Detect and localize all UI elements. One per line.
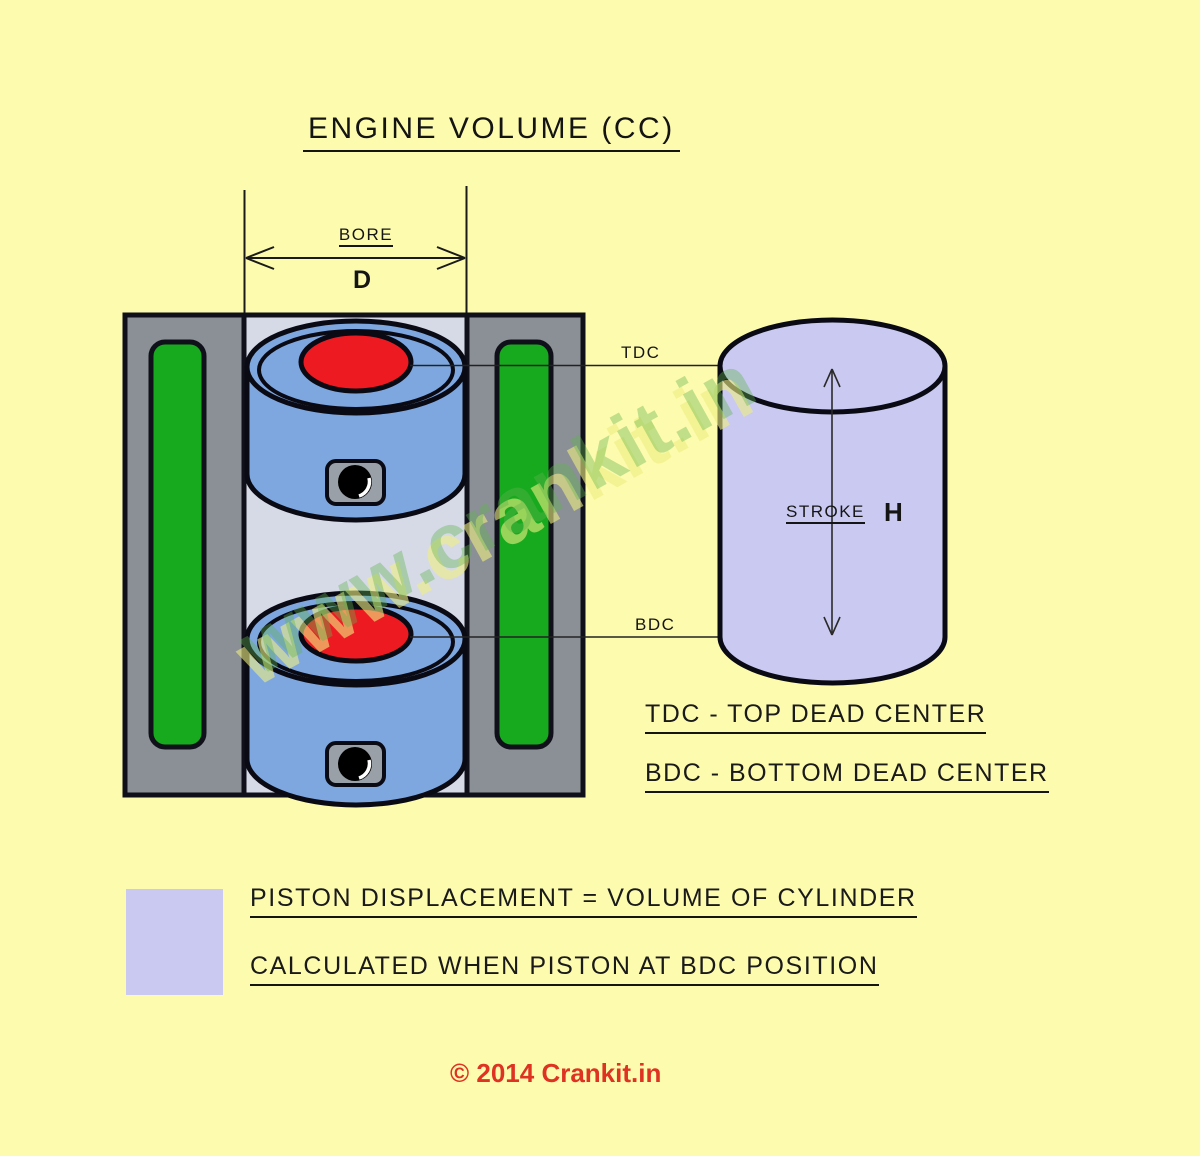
combustion-face-tdc <box>298 330 414 394</box>
bdc-marker-label: BDC <box>635 615 676 634</box>
coolant-jacket-left <box>148 339 207 750</box>
copyright-notice: © 2014 Crankit.in <box>450 1058 662 1088</box>
bdc-definition: BDC - BOTTOM DEAD CENTER <box>645 759 1049 793</box>
page-title: ENGINE VOLUME (CC) <box>303 112 680 152</box>
stroke-label: STROKE <box>786 502 865 524</box>
wrist-pin-tdc <box>338 465 372 499</box>
coolant-jacket-right <box>494 339 554 750</box>
tdc-bdc-reference-lines <box>410 364 720 638</box>
stroke-height-symbol: H <box>884 497 903 527</box>
bore-diameter-symbol: D <box>352 266 372 294</box>
wrist-pin-bdc <box>338 747 372 781</box>
tdc-marker-label: TDC <box>621 343 661 362</box>
bore-label: BORE <box>323 225 409 247</box>
piston-bdc <box>244 590 468 808</box>
stroke-dimension-arrow <box>823 368 841 636</box>
tdc-definition: TDC - TOP DEAD CENTER <box>645 700 987 734</box>
legend-line-2: CALCULATED WHEN PISTON AT BDC POSITION <box>250 952 879 986</box>
displacement-volume-swatch <box>126 889 223 995</box>
combustion-face-bdc <box>298 604 414 664</box>
legend-line-1: PISTON DISPLACEMENT = VOLUME OF CYLINDER <box>250 884 917 918</box>
piston-tdc <box>244 318 468 523</box>
bore-dimension-lines <box>243 186 468 316</box>
